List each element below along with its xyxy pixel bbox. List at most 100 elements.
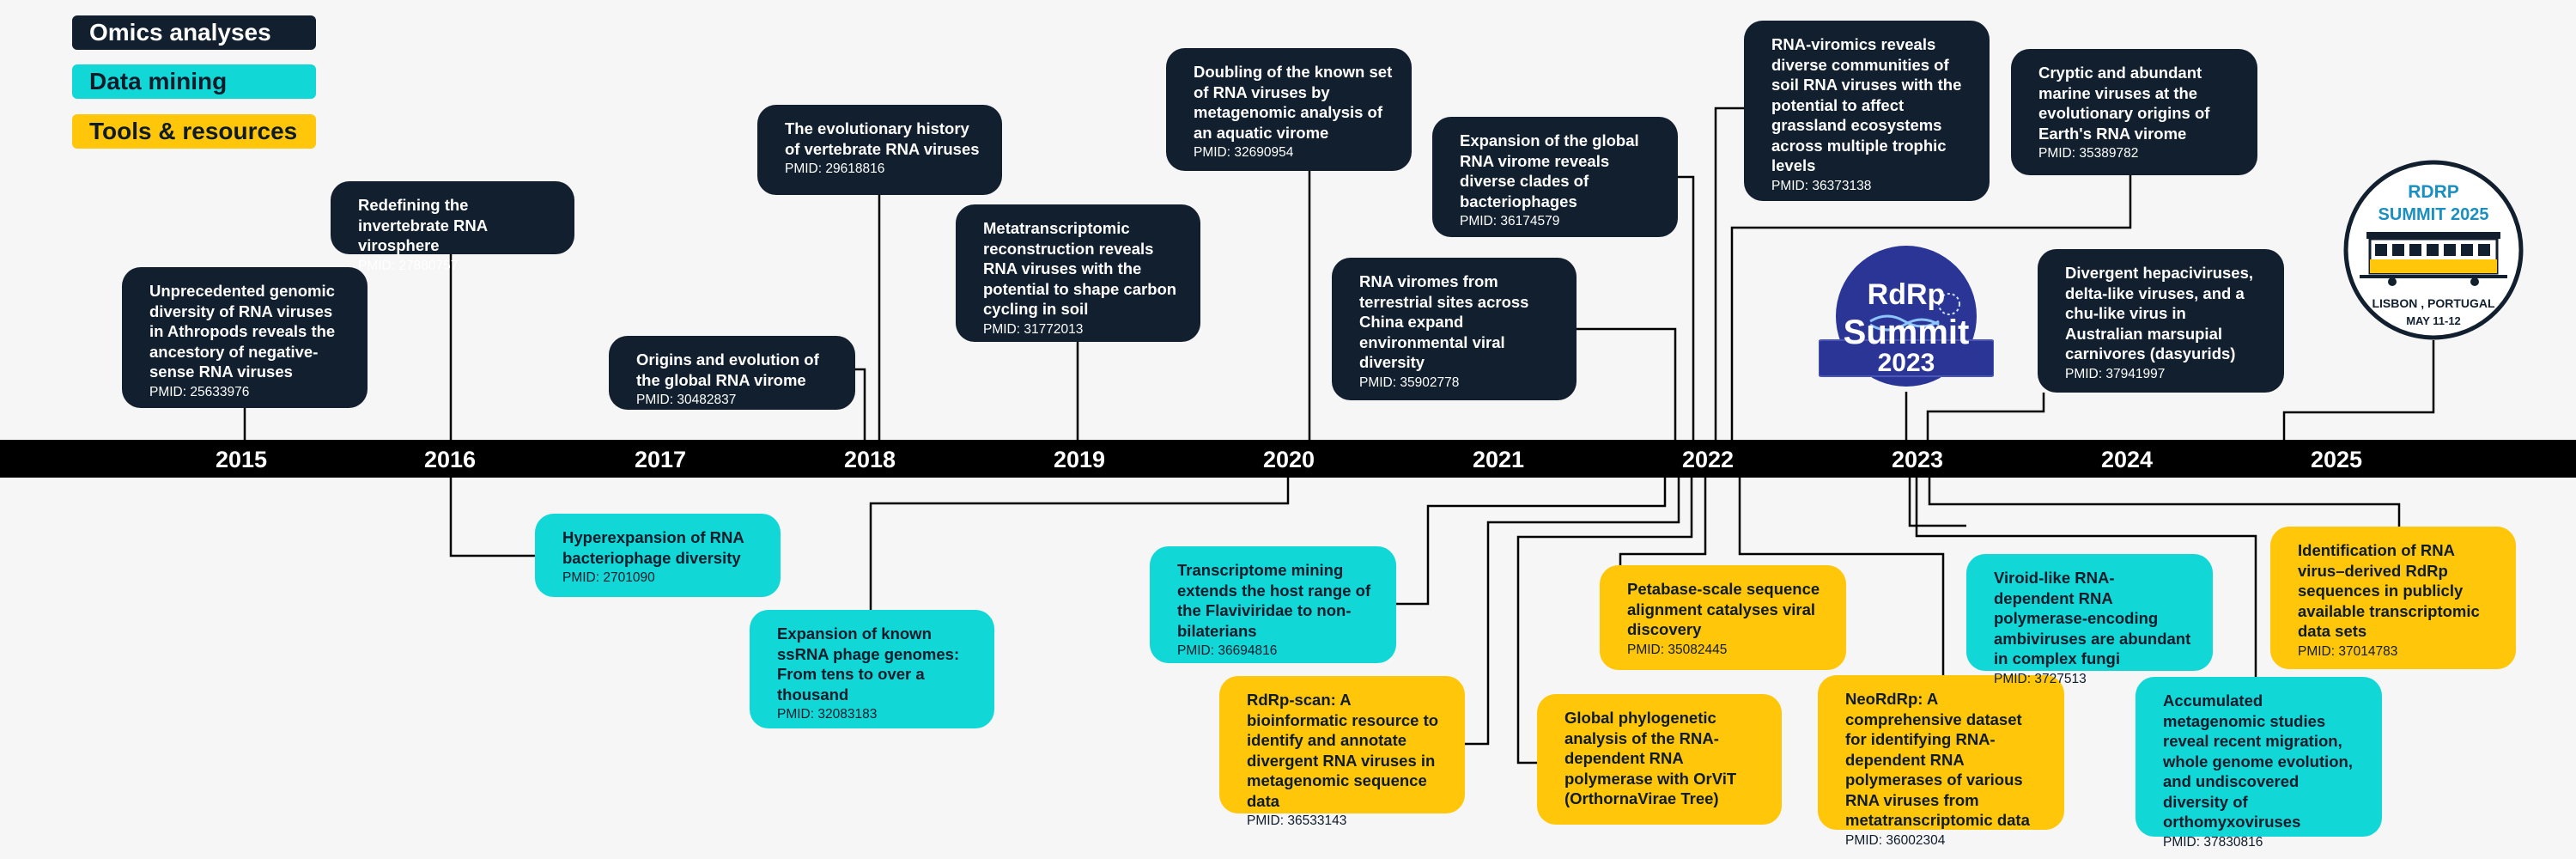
event-card: NeoRdRp: A comprehensive dataset for ide… [1818,675,2064,848]
rdrp-summit-2023-logo: RdRp Summit 2023 [1819,246,1994,387]
summit-2025-line: SUMMIT 2025 [2379,205,2489,224]
timeline-axis [0,440,2576,478]
event-card: Doubling of the known set of RNA viruses… [1166,48,1412,171]
year-label: 2022 [1681,447,1735,472]
connector-hyperexpansion [449,476,535,557]
event-pmid: PMID: 36174579 [1460,214,1560,228]
event-title: Expansion of known ssRNA phage genomes: … [777,624,960,704]
event-pmid: PMID: 31772013 [983,321,1084,337]
event-card: Metatranscriptomic reconstruction reveal… [956,204,1200,342]
event-pmid: PMID: 30482837 [636,393,737,407]
event-card: Petabase-scale sequence alignment cataly… [1600,565,1846,670]
legend-tools-resources: Tools & resources [72,114,316,149]
event-pmid: PMID: 37941997 [2065,366,2166,381]
year-label: 2025 [2310,447,2363,472]
connector-grassland [1714,107,1745,442]
event-card: Divergent hepaciviruses, delta-like viru… [2038,249,2284,393]
event-pmid: PMID: 32690954 [1194,145,1294,160]
year-label: 2023 [1891,447,1944,472]
event-title: Viroid-like RNA-dependent RNA polymerase… [1994,569,2191,667]
connector-orthomyxo [1915,476,2257,682]
event-card: Transcriptome mining extends the host ra… [1150,546,1396,663]
event-card: RdRp-scan: A bioinformatic resource to i… [1219,676,1465,828]
event-pmid: PMID: 36694816 [1177,643,1278,658]
connector-origins [855,368,866,442]
event-pmid: PMID: 36002304 [1845,832,1946,848]
connector-orvit [1516,476,1693,765]
event-card: Hyperexpansion of RNA bacteriophage dive… [535,514,781,597]
event-title: Petabase-scale sequence alignment cataly… [1627,580,1820,638]
summit-2023-year: 2023 [1878,349,1935,377]
year-label: 2020 [1262,447,1315,472]
summit-2023-line1: RdRp [1868,278,1946,311]
legend-data-mining: Data mining [72,64,316,99]
year-label: 2018 [843,447,896,472]
tram-icon [2360,232,2507,286]
event-pmid: PMID: 29618816 [785,161,885,176]
event-card: Origins and evolution of the global RNA … [609,336,855,410]
event-title: Global phylogenetic analysis of the RNA-… [1564,709,1737,807]
event-title: Identification of RNA virus–derived RdRp… [2298,541,2480,640]
event-title: Accumulated metagenomic studies reveal r… [2163,691,2353,831]
event-pmid: PMID: 35902778 [1359,375,1460,390]
event-title: Expansion of the global RNA virome revea… [1460,131,1639,210]
event-card: Expansion of known ssRNA phage genomes: … [750,610,994,728]
connector-ambivirus [1908,476,1966,527]
year-label: 2015 [215,447,268,472]
event-card: Accumulated metagenomic studies reveal r… [2136,677,2382,850]
connector-flaviviridae [1396,476,1667,606]
event-title: Doubling of the known set of RNA viruses… [1194,63,1393,142]
connector-rdrp-transcriptomic [1928,476,2401,527]
event-card: Expansion of the global RNA virome revea… [1432,117,1678,237]
event-title: Transcriptome mining extends the host ra… [1177,561,1371,640]
event-title: RdRp-scan: A bioinformatic resource to i… [1247,691,1439,810]
rdrp-summit-2025-logo: RDRP SUMMIT 2025 LISBON , PORTUGAL MAY 1… [2343,160,2524,340]
event-card: Unprecedented genomic diversity of RNA v… [122,267,368,408]
event-pmid: PMID: 25633976 [149,384,250,399]
year-label: 2024 [2100,447,2154,472]
connector-petabase [1619,476,1707,565]
connector-summit-2025 [2282,340,2435,442]
event-card: RNA viromes from terrestrial sites acros… [1332,258,1577,400]
event-title: Redefining the invertebrate RNA virosphe… [358,196,488,254]
event-pmid: PMID: 2701090 [562,570,655,585]
connector-terrestrial [1576,327,1677,442]
event-title: RNA viromes from terrestrial sites acros… [1359,272,1529,371]
connector-marine [1730,174,2132,442]
summit-2025-city: LISBON , PORTUGAL [2372,296,2495,310]
connector-global-phage [1677,175,1695,442]
event-pmid: PMID: 36373138 [1771,178,1872,193]
event-card: RNA-viromics reveals diverse communities… [1744,21,1990,201]
summit-2025-dates: MAY 11-12 [2406,314,2461,327]
summit-2023-line2: Summit [1844,314,1970,351]
event-title: Origins and evolution of the global RNA … [636,350,819,389]
event-pmid: PMID: 35389782 [2038,146,2139,161]
event-pmid: PMID: 35082445 [1627,642,1728,657]
year-label: 2017 [634,447,687,472]
event-pmid: PMID: 36533143 [1247,813,1347,828]
event-title: Hyperexpansion of RNA bacteriophage dive… [562,528,744,567]
event-card: Redefining the invertebrate RNA virosphe… [331,181,574,273]
event-title: Unprecedented genomic diversity of RNA v… [149,282,336,381]
event-card: Global phylogenetic analysis of the RNA-… [1537,694,1782,825]
connector-dasyurids [1926,393,2045,442]
year-label: 2021 [1472,447,1525,472]
event-card: Viroid-like RNA-dependent RNA polymerase… [1966,554,2213,686]
connector-ssrna [869,476,1290,610]
event-title: Divergent hepaciviruses, delta-like viru… [2065,264,2254,362]
event-title: Cryptic and abundant marine viruses at t… [2038,64,2210,143]
event-pmid: PMID: 32083183 [777,707,878,722]
summit-2025-brand: RDRP [2408,182,2459,202]
event-pmid: PMID: 27880757 [358,258,459,273]
event-title: The evolutionary history of vertebrate R… [785,119,980,158]
event-pmid: PMID: 37830816 [2163,834,2263,850]
event-pmid: PMID: 37014783 [2298,643,2398,659]
legend-omics-analyses: Omics analyses [72,15,316,50]
event-title: Metatranscriptomic reconstruction reveal… [983,219,1177,318]
event-title: NeoRdRp: A comprehensive dataset for ide… [1845,690,2030,829]
event-card: Cryptic and abundant marine viruses at t… [2011,49,2257,175]
event-title: RNA-viromics reveals diverse communities… [1771,35,1962,174]
event-card: Identification of RNA virus–derived RdRp… [2270,527,2516,669]
connector-rdrp-scan [1465,476,1680,746]
